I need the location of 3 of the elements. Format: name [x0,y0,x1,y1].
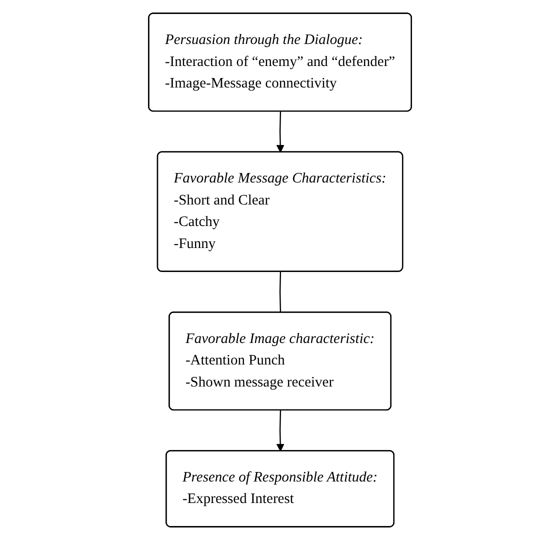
connector [279,272,282,313]
arrow [276,112,284,153]
arrow [276,410,284,452]
